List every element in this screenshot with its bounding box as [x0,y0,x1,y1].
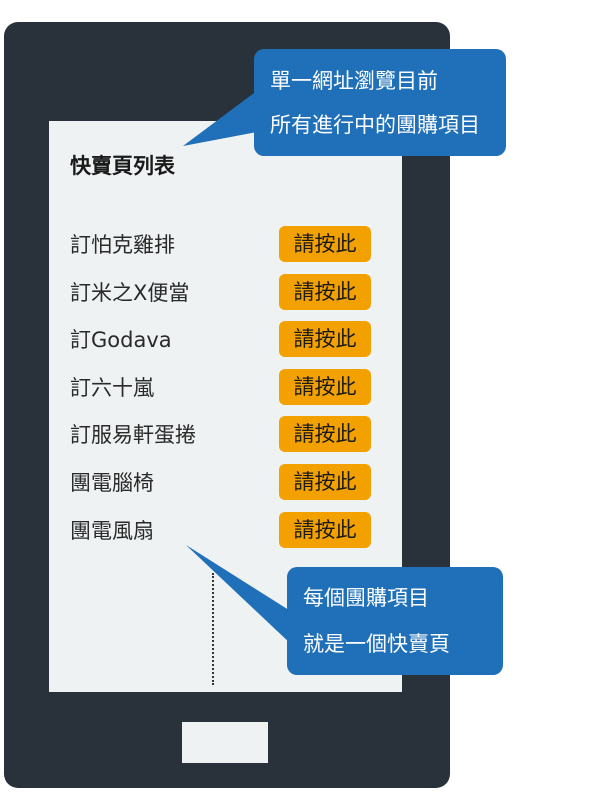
callout-text: 就是一個快賣頁 [303,632,450,656]
item-label: 訂六十嵐 [70,376,154,400]
callout-text: 所有進行中的團購項目 [270,113,480,137]
home-button[interactable] [182,722,268,763]
item-label: 訂服易軒蛋捲 [70,423,196,447]
click-here-button[interactable]: 請按此 [279,226,371,262]
item-label: 團電風扇 [70,519,154,543]
scroll-continuation-dots [212,573,214,685]
callout-text: 單一網址瀏覽目前 [270,69,438,93]
click-here-button[interactable]: 請按此 [279,512,371,548]
click-here-button[interactable]: 請按此 [279,274,371,310]
item-label: 團電腦椅 [70,471,154,495]
list-item: 訂米之X便當 請按此 [0,274,600,310]
callout-text: 每個團購項目 [303,586,429,610]
page-title: 快賣頁列表 [70,154,175,178]
callout-each-item: 每個團購項目 就是一個快賣頁 [287,567,503,675]
click-here-button[interactable]: 請按此 [279,369,371,405]
list-item: 團電風扇 請按此 [0,512,600,548]
list-item: 訂怕克雞排 請按此 [0,226,600,262]
click-here-button[interactable]: 請按此 [279,321,371,357]
item-label: 訂Godava [70,328,172,352]
list-item: 訂服易軒蛋捲 請按此 [0,416,600,452]
item-label: 訂怕克雞排 [70,233,175,257]
item-label: 訂米之X便當 [70,281,190,305]
click-here-button[interactable]: 請按此 [279,416,371,452]
list-item: 團電腦椅 請按此 [0,464,600,500]
list-item: 訂Godava 請按此 [0,321,600,357]
list-item: 訂六十嵐 請按此 [0,369,600,405]
callout-single-url: 單一網址瀏覽目前 所有進行中的團購項目 [254,49,506,156]
click-here-button[interactable]: 請按此 [279,464,371,500]
